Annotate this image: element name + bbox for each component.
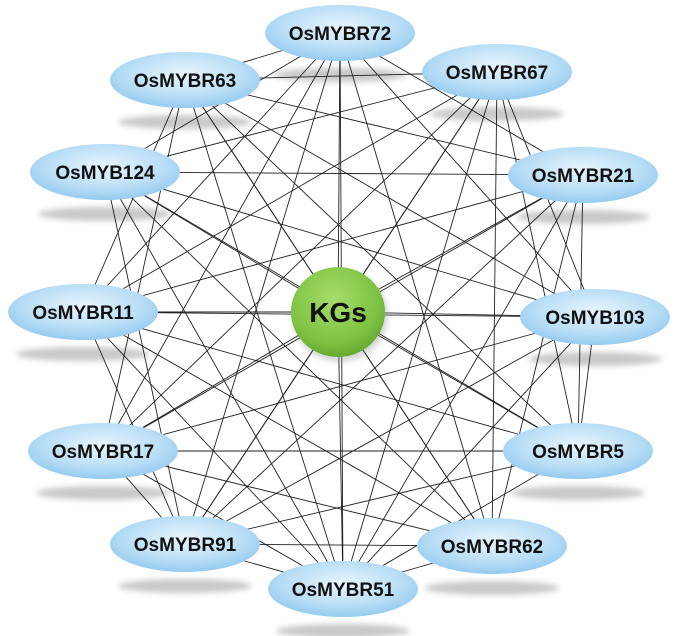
edge-OsMYB124-OsMYBR91 <box>104 171 186 545</box>
node-OsMYBR91[interactable]: OsMYBR91 <box>110 516 260 572</box>
node-shadow <box>425 581 559 595</box>
edge-OsMYB124-OsMYBR21 <box>104 171 584 176</box>
edge-OsMYBR72-OsMYB103 <box>339 32 596 318</box>
node-label: OsMYBR62 <box>441 537 543 558</box>
node-OsMYBR72[interactable]: OsMYBR72 <box>265 5 415 61</box>
node-OsMYBR11[interactable]: OsMYBR11 <box>8 284 158 340</box>
edge-OsMYBR67-OsMYBR17 <box>102 71 498 452</box>
node-OsMYBR21[interactable]: OsMYBR21 <box>508 147 658 203</box>
node-OsMYBR62[interactable]: OsMYBR62 <box>417 518 567 574</box>
node-label: OsMYBR21 <box>532 166 635 187</box>
node-label: OsMYBR5 <box>532 442 624 463</box>
node-OsMYBR67[interactable]: OsMYBR67 <box>422 44 572 100</box>
edge-OsMYBR63-KGs <box>184 79 339 313</box>
node-ellipse <box>28 423 178 479</box>
edge-OsMYBR21-OsMYBR91 <box>184 174 584 545</box>
center-node-label: KGs <box>309 297 367 328</box>
edge-OsMYB103-OsMYBR17 <box>102 316 596 452</box>
node-ellipse <box>265 5 415 61</box>
node-ellipse <box>30 144 180 200</box>
node-OsMYBR5[interactable]: OsMYBR5 <box>503 423 653 479</box>
edge-OsMYB103-OsMYBR51 <box>342 316 596 590</box>
node-ellipse <box>520 289 670 345</box>
edge-OsMYBR67-KGs <box>337 71 498 313</box>
node-shadow <box>511 486 645 500</box>
node-ellipse <box>417 518 567 574</box>
edge-OsMYBR72-KGs <box>337 32 341 313</box>
edge-OsMYBR11-OsMYBR51 <box>82 311 344 590</box>
edge-OsMYB124-OsMYB103 <box>104 171 596 318</box>
edge-OsMYBR67-OsMYBR62 <box>491 71 498 547</box>
edge-OsMYBR11-OsMYBR5 <box>82 311 579 452</box>
node-shadow <box>38 207 172 221</box>
edge-OsMYBR5-OsMYBR91 <box>184 450 579 545</box>
edge-OsMYBR63-OsMYBR17 <box>102 79 186 452</box>
node-shadow <box>516 210 650 224</box>
node-label: OsMYBR67 <box>446 63 548 84</box>
node-ellipse <box>422 44 572 100</box>
edge-OsMYBR21-OsMYBR62 <box>491 174 584 547</box>
node-label: OsMYBR17 <box>52 442 154 463</box>
edge-OsMYB124-OsMYBR62 <box>104 171 493 547</box>
node-shadow <box>276 624 410 636</box>
edge-OsMYBR67-OsMYBR5 <box>496 71 579 452</box>
edge-OsMYB124-OsMYBR51 <box>104 171 344 590</box>
node-OsMYB124[interactable]: OsMYB124 <box>30 144 180 200</box>
node-ellipse <box>110 516 260 572</box>
edge-OsMYBR17-OsMYBR62 <box>102 450 493 547</box>
node-label: OsMYBR51 <box>292 580 395 601</box>
edge-OsMYBR67-OsMYBR11 <box>82 71 498 313</box>
edge-OsMYBR72-OsMYBR91 <box>184 32 341 545</box>
node-label: OsMYBR63 <box>134 71 236 92</box>
node-label: OsMYBR72 <box>289 24 391 45</box>
edge-OsMYB103-OsMYBR91 <box>184 316 596 545</box>
edge-OsMYBR21-OsMYBR51 <box>342 174 584 590</box>
node-OsMYBR51[interactable]: OsMYBR51 <box>268 561 418 617</box>
node-label: OsMYBR91 <box>134 535 237 556</box>
node-shadow <box>16 347 150 361</box>
node-ellipse <box>503 423 653 479</box>
edge-OsMYBR63-OsMYBR21 <box>184 79 584 176</box>
node-shadow <box>528 352 662 366</box>
edge-OsMYBR72-OsMYBR21 <box>339 32 584 176</box>
node-label: OsMYB103 <box>545 308 644 329</box>
edge-OsMYBR63-OsMYB103 <box>184 79 596 318</box>
edge-OsMYBR63-OsMYBR5 <box>184 79 579 452</box>
edge-OsMYBR72-OsMYBR62 <box>339 32 493 547</box>
edge-OsMYBR67-OsMYB124 <box>104 71 498 173</box>
node-ellipse <box>8 284 158 340</box>
center-node-KGs[interactable]: KGs <box>291 267 388 362</box>
node-label: OsMYBR11 <box>32 303 134 324</box>
node-OsMYB103[interactable]: OsMYB103 <box>520 289 670 345</box>
node-OsMYBR17[interactable]: OsMYBR17 <box>28 423 178 479</box>
edge-OsMYBR67-OsMYBR51 <box>342 71 498 590</box>
node-ellipse <box>508 147 658 203</box>
edge-OsMYBR63-OsMYBR51 <box>184 79 344 590</box>
node-label: OsMYB124 <box>55 163 155 184</box>
edge-OsMYBR11-OsMYBR62 <box>82 311 493 547</box>
node-ellipse <box>268 561 418 617</box>
node-shadow <box>36 486 170 500</box>
node-ellipse <box>110 52 260 108</box>
node-OsMYBR63[interactable]: OsMYBR63 <box>110 52 260 108</box>
edge-OsMYBR21-OsMYBR11 <box>82 174 584 313</box>
center-node-circle <box>291 267 385 357</box>
node-shadow <box>118 579 252 593</box>
node-shadow <box>118 115 252 129</box>
